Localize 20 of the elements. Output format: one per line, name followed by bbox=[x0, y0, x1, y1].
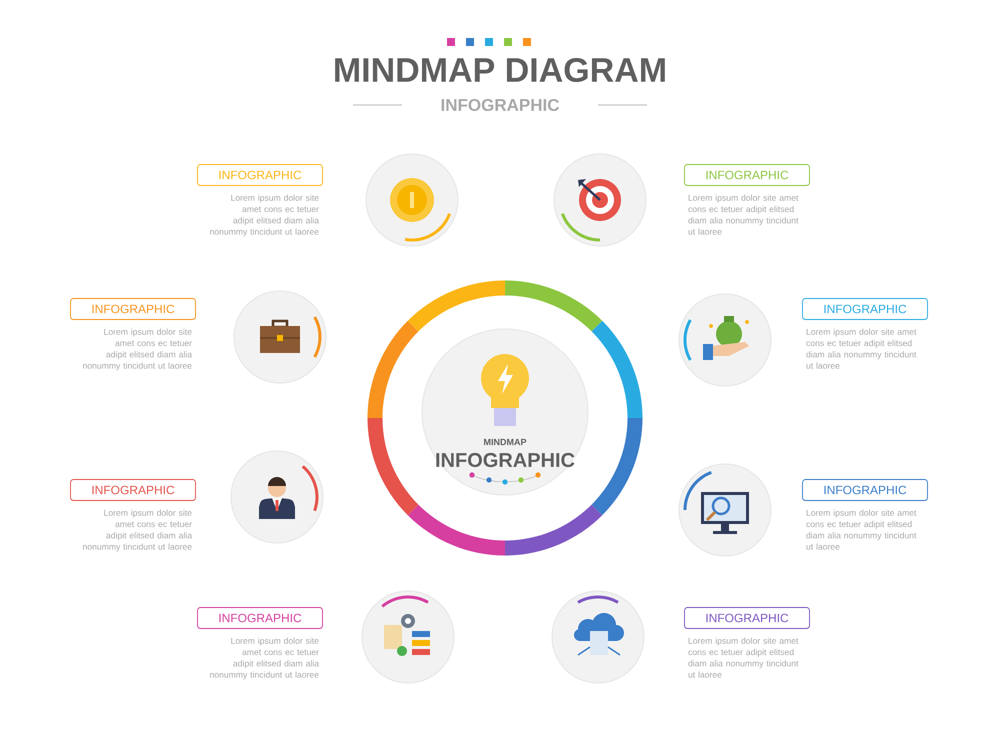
description-text: Lorem ipsum dolor site amet cons ec tetuer adipit elitsed diam alia nonummy tincidunt ut laoree bbox=[83, 510, 192, 552]
description-text: Lorem ipsum dolor site amet cons ec tetuer adipit elitsed diam alia nonummy tincidunt ut laoree bbox=[688, 194, 798, 235]
subtitle: INFOGRAPHIC bbox=[442, 98, 560, 112]
title: MINDMAP DIAGRAM bbox=[335, 58, 665, 82]
description-text: Lorem ipsum dolor site amet cons ec tetuer adipit elitsed diam alia nonummy tincidunt ut laoree bbox=[688, 638, 798, 678]
label-box: INFOGRAPHIC bbox=[802, 298, 928, 320]
label-box: INFOGRAPHIC bbox=[684, 164, 810, 186]
description-text: Lorem ipsum dolor site amet cons ec tetuer adipit elitsed diam alia nonummy tincidunt ut laoree bbox=[210, 194, 319, 236]
label-box: INFOGRAPHIC bbox=[70, 298, 196, 320]
center-text: INFOGRAPHIC bbox=[436, 452, 574, 468]
description-text: Lorem ipsum dolor site amet cons ec tetuer adipit elitsed diam alia nonummy tincidunt ut laoree bbox=[806, 510, 916, 550]
label-box: INFOGRAPHIC bbox=[684, 607, 810, 629]
label-box: INFOGRAPHIC bbox=[802, 479, 928, 501]
description-text: Lorem ipsum dolor site amet cons ec tetuer adipit elitsed diam alia nonummy tincidunt ut laoree bbox=[806, 328, 916, 369]
center-small-text: MINDMAP bbox=[484, 438, 526, 446]
label-box: INFOGRAPHIC bbox=[70, 479, 196, 501]
label-box: INFOGRAPHIC bbox=[197, 164, 323, 186]
description-text: Lorem ipsum dolor site amet cons ec tetuer adipit elitsed diam alia nonummy tincidunt ut laoree bbox=[210, 638, 319, 680]
label-box: INFOGRAPHIC bbox=[197, 607, 323, 629]
description-text: Lorem ipsum dolor site amet cons ec tetuer adipit elitsed diam alia nonummy tincidunt ut laoree bbox=[83, 328, 192, 370]
